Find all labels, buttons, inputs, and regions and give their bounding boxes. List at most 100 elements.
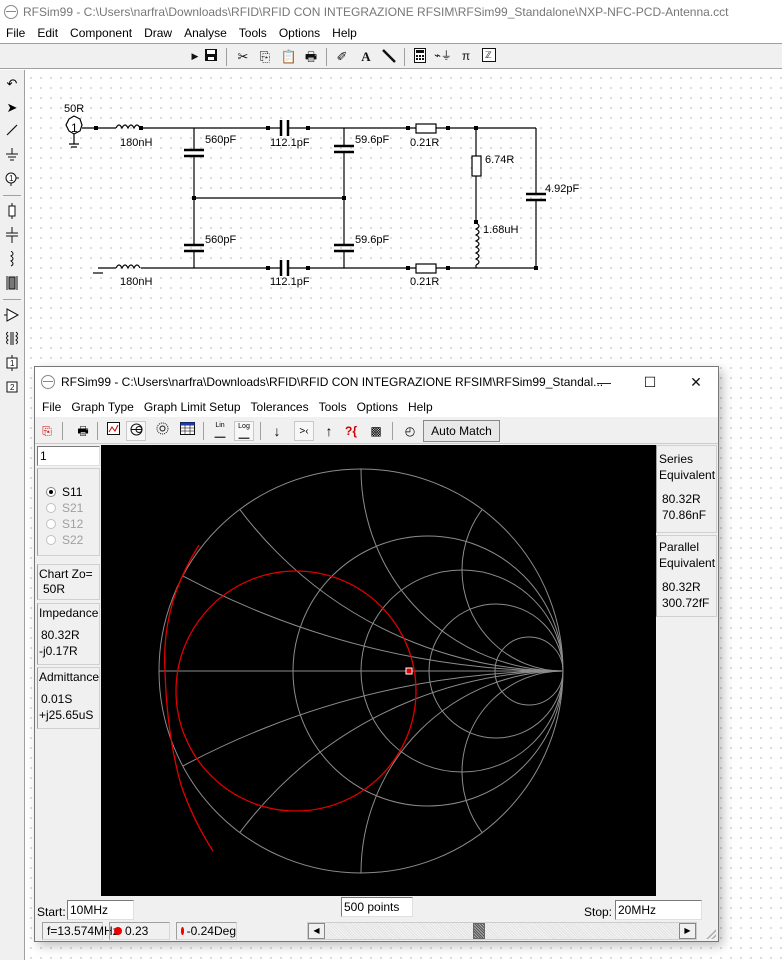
- svg-text:ℤ: ℤ: [485, 50, 492, 60]
- menu-help[interactable]: Help: [407, 400, 433, 414]
- pi-network-icon[interactable]: π: [461, 49, 471, 63]
- scroll-left-button[interactable]: ◀: [308, 923, 325, 939]
- eraser-icon[interactable]: ✐: [336, 49, 348, 64]
- lin-scale-icon[interactable]: Lin▁▁: [214, 422, 226, 438]
- close-button[interactable]: ✕: [690, 374, 702, 390]
- table-icon[interactable]: [177, 421, 197, 441]
- inductor-icon[interactable]: [3, 250, 21, 269]
- menu-draw[interactable]: Draw: [144, 26, 173, 40]
- equation-icon[interactable]: ℤ: [480, 48, 498, 65]
- menu-help[interactable]: Help: [332, 26, 357, 40]
- marker-down-icon[interactable]: ↓: [273, 423, 281, 439]
- resize-grip-icon[interactable]: [706, 929, 716, 939]
- minimize-button[interactable]: —: [597, 374, 611, 390]
- crystal-icon[interactable]: [3, 275, 21, 293]
- port-icon[interactable]: 1: [3, 171, 21, 189]
- menu-options[interactable]: Options: [278, 26, 321, 40]
- angle-status: -0.24Deg: [176, 922, 237, 940]
- menu-tools[interactable]: Tools: [318, 400, 347, 414]
- calculator-icon[interactable]: [411, 48, 429, 65]
- cut-icon[interactable]: ✂: [237, 49, 249, 64]
- smith-chart-icon[interactable]: [126, 421, 146, 441]
- two-port-block-icon[interactable]: 2: [3, 379, 21, 397]
- red-dot-icon: [181, 927, 184, 935]
- svg-text:1: 1: [10, 359, 15, 368]
- frequency-status: f=13.574MHz: [42, 922, 119, 940]
- capacitor-label: 560pF: [205, 234, 237, 246]
- marker-center-icon[interactable]: >‹: [294, 421, 314, 441]
- frequency-scrollbar[interactable]: ◀ ▶: [307, 922, 697, 940]
- radio-s21[interactable]: S21: [46, 501, 83, 515]
- help-match-icon[interactable]: ?{: [345, 424, 357, 438]
- smith-chart-plot[interactable]: [101, 445, 656, 896]
- analysis-toolbar: ⎘ 🖶 Lin▁▁ Log▁▁ ↓ >‹ ↑ ?{ ▩ ◴ Auto Match: [35, 418, 718, 444]
- log-scale-icon[interactable]: Log▁▁: [234, 421, 254, 441]
- stop-frequency-input[interactable]: [615, 900, 702, 920]
- admittance-imag: +j25.65uS: [39, 708, 94, 722]
- filter-design-icon[interactable]: ⌁⏚: [434, 50, 452, 62]
- paste-icon[interactable]: 📋: [280, 49, 298, 64]
- component-toolbar: ↶ ➤ 1 1 2: [0, 70, 25, 960]
- scroll-thumb[interactable]: [473, 923, 485, 939]
- marker-up-icon[interactable]: ↑: [325, 423, 333, 439]
- clock-icon[interactable]: ◴: [404, 424, 416, 438]
- save-icon[interactable]: [202, 48, 220, 65]
- ground-icon[interactable]: [3, 147, 21, 165]
- print-icon[interactable]: 🖶: [77, 424, 89, 438]
- auto-match-button[interactable]: Auto Match: [423, 420, 500, 442]
- tune-icon[interactable]: ▩: [370, 424, 382, 438]
- menu-edit[interactable]: Edit: [37, 26, 59, 40]
- one-port-block-icon[interactable]: 1: [3, 355, 21, 373]
- red-dot-icon: [114, 927, 122, 935]
- start-label: Start:: [37, 905, 66, 919]
- menu-file[interactable]: File: [42, 400, 62, 414]
- analysis-title-bar[interactable]: RFSim99 - C:\Users\narfra\Downloads\RFID…: [35, 367, 718, 397]
- menu-file[interactable]: File: [6, 26, 26, 40]
- capacitor-icon[interactable]: [3, 227, 21, 245]
- copy-icon[interactable]: ⎘: [259, 49, 271, 64]
- radio-s22[interactable]: S22: [46, 533, 83, 547]
- radio-s12[interactable]: S12: [46, 517, 83, 531]
- main-toolbar: ▶ ✂ ⎘ 📋 🖶 ✐ A ⌁⏚ π ℤ: [0, 43, 782, 69]
- points-input[interactable]: [341, 897, 413, 917]
- transformer-icon[interactable]: [3, 331, 21, 349]
- resistor-label: 0.21R: [410, 137, 440, 149]
- scroll-right-button[interactable]: ▶: [679, 923, 696, 939]
- line-draw-icon[interactable]: [380, 48, 398, 65]
- smith-chart: [158, 468, 564, 874]
- series-label-2: Equivalent: [659, 468, 716, 482]
- menu-tolerances[interactable]: Tolerances: [250, 400, 309, 414]
- maximize-button[interactable]: ☐: [643, 374, 657, 390]
- analysis-window-title: RFSim99 - C:\Users\narfra\Downloads\RFID…: [61, 375, 604, 389]
- capacitor-label: 112.1pF: [270, 137, 310, 149]
- menu-graph-limit-setup[interactable]: Graph Limit Setup: [143, 400, 241, 414]
- start-frequency-input[interactable]: [67, 900, 134, 920]
- main-menu-bar: File Edit Component Draw Analyse Tools O…: [0, 24, 782, 42]
- series-resistance: 80.32R: [662, 492, 701, 506]
- magnitude-status: 0.23: [109, 922, 170, 940]
- marker-point[interactable]: [405, 667, 413, 675]
- amplifier-icon[interactable]: [3, 307, 21, 325]
- rect-graph-icon[interactable]: [103, 421, 123, 441]
- polar-chart-icon[interactable]: [152, 421, 172, 441]
- text-icon[interactable]: A: [361, 49, 371, 64]
- radio-s11[interactable]: S11: [46, 485, 82, 499]
- arrow-right-icon[interactable]: ▶: [191, 51, 199, 61]
- capacitor-label: 560pF: [205, 134, 237, 146]
- rotate-icon[interactable]: ↶: [6, 76, 18, 91]
- menu-component[interactable]: Component: [70, 26, 133, 40]
- parallel-capacitance: 300.72fF: [662, 596, 710, 610]
- menu-tools[interactable]: Tools: [238, 26, 267, 40]
- chart-zo-label: Chart Zo=: [39, 567, 93, 581]
- main-window-title: RFSim99 - C:\Users\narfra\Downloads\RFID…: [23, 5, 729, 19]
- resistor-icon[interactable]: [3, 203, 21, 221]
- port-number-field[interactable]: [37, 446, 100, 466]
- print-icon[interactable]: 🖶: [304, 49, 318, 64]
- wire-icon[interactable]: [3, 123, 21, 141]
- export-icon[interactable]: ⎘: [42, 424, 52, 438]
- menu-analyse[interactable]: Analyse: [184, 26, 227, 40]
- inductor-label: 1.68uH: [483, 224, 519, 236]
- pointer-icon[interactable]: ➤: [6, 100, 18, 115]
- menu-options[interactable]: Options: [356, 400, 398, 414]
- menu-graph-type[interactable]: Graph Type: [71, 400, 134, 414]
